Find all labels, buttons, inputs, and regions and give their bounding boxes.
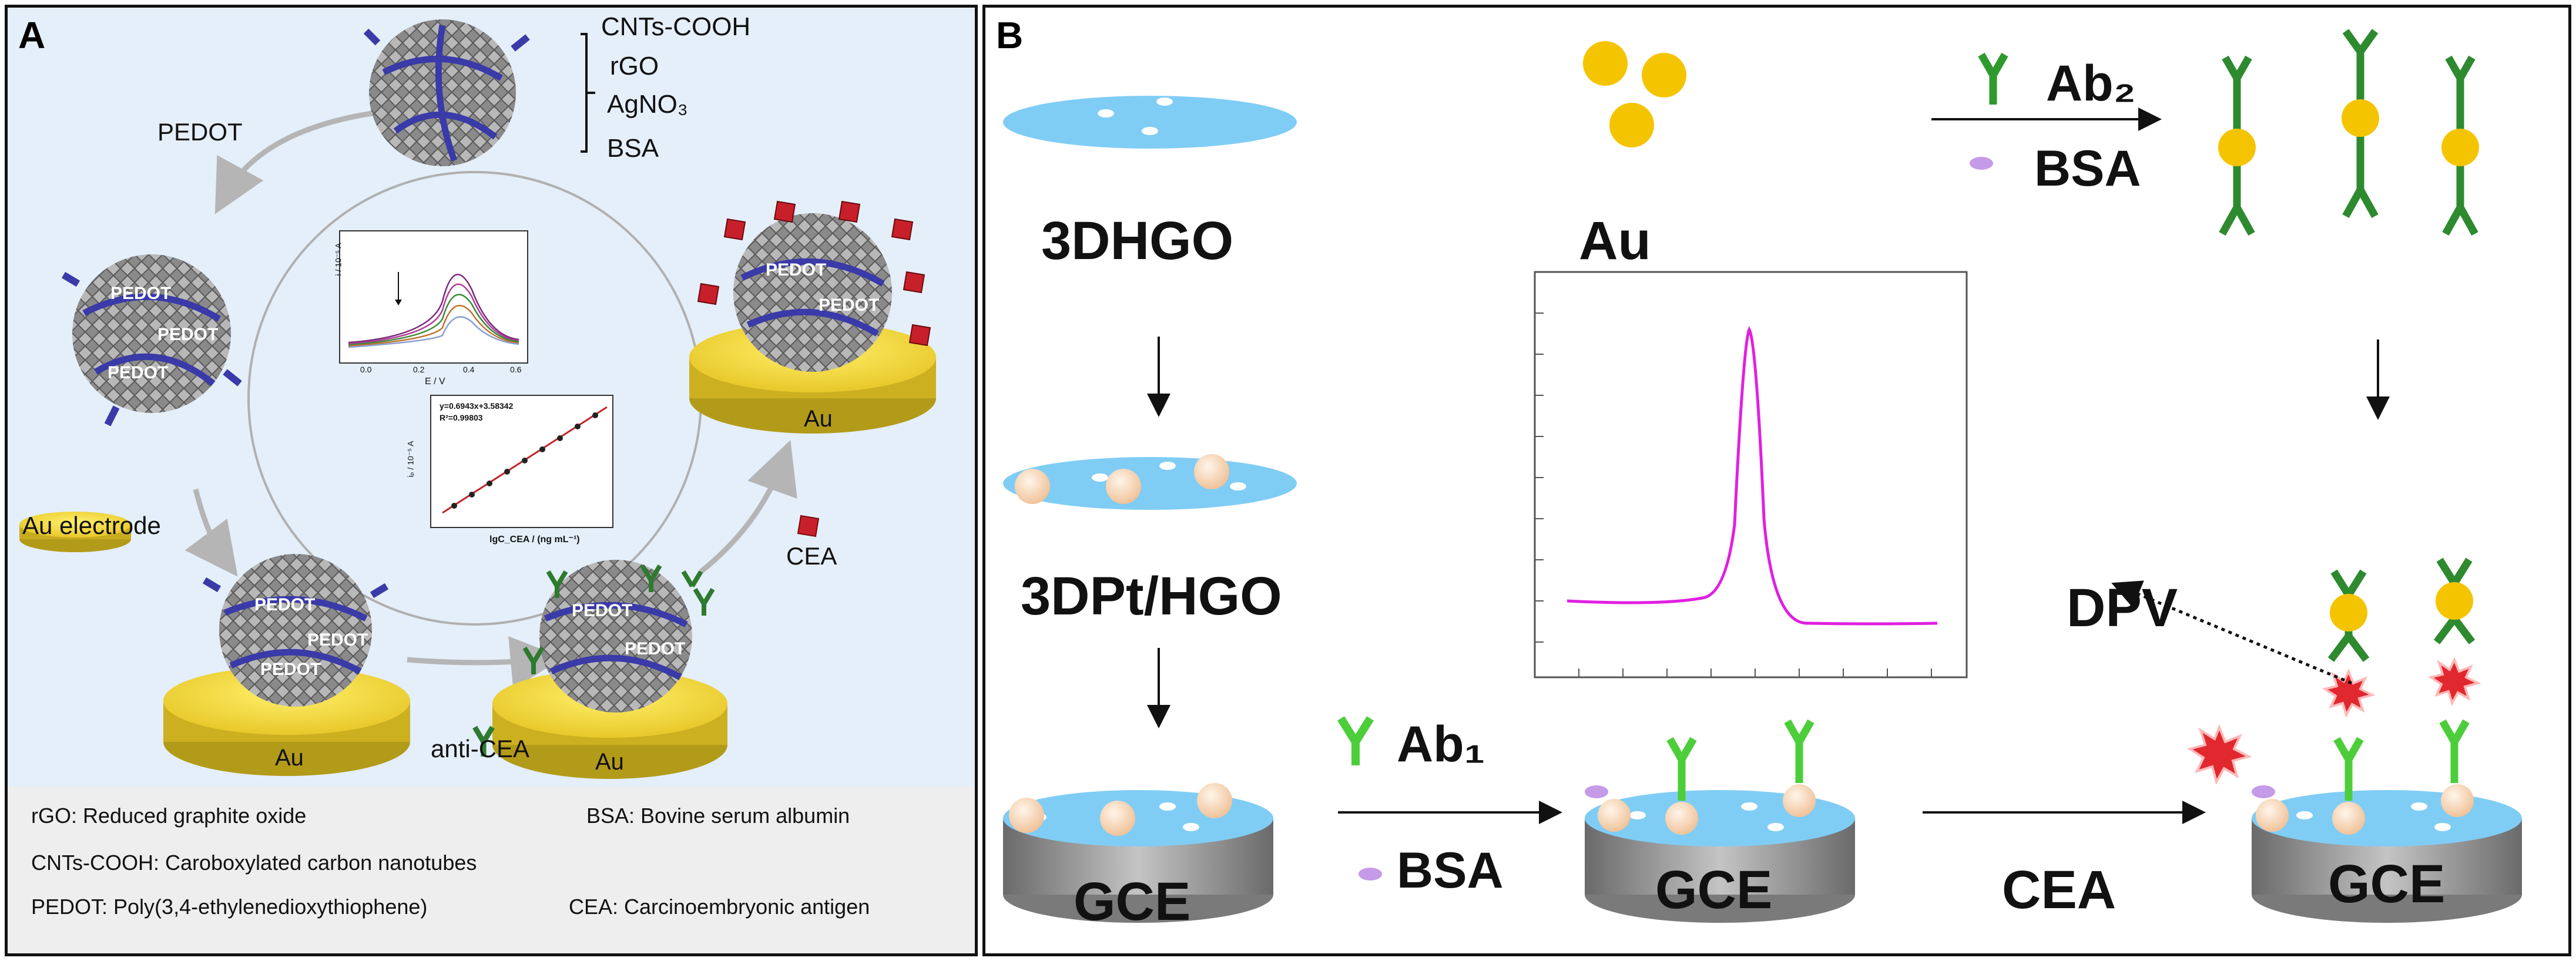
panel-a: A CNTs-COOH rGO AgNO₃ BSA PEDOT PEDOT PE… bbox=[5, 5, 978, 956]
inset-calib-r2: R²=0.99803 bbox=[440, 413, 483, 422]
material-cnts-cooh: CNTs-COOH bbox=[601, 12, 751, 41]
arrow-cea bbox=[699, 440, 797, 574]
cea-icon bbox=[797, 515, 820, 537]
gce-electrode-1 bbox=[1003, 783, 1273, 923]
arrow-anti-cea bbox=[407, 636, 564, 689]
au-electrode-disk bbox=[19, 512, 131, 552]
hgo-sheet bbox=[1003, 96, 1297, 149]
panel-a-scheme bbox=[19, 19, 936, 779]
pt-hgo-sheet bbox=[1003, 454, 1297, 510]
legend-cnts: CNTs-COOH: Caroboxylated carbon nanotube… bbox=[31, 851, 477, 875]
cea-star-icon bbox=[2187, 724, 2252, 785]
pt-hgo-label: 3DPt/HGO bbox=[1021, 566, 1282, 626]
gce-label: GCE bbox=[1655, 860, 1773, 920]
gce-label: GCE bbox=[2328, 854, 2446, 914]
panel-b-letter: B bbox=[996, 14, 1024, 56]
sphere-label: PEDOT bbox=[254, 595, 316, 614]
ab1-label: Ab₁ bbox=[1397, 716, 1485, 772]
arrow-to-electrode bbox=[185, 488, 238, 577]
au-label: Au bbox=[804, 406, 833, 432]
panel-b: B 3DHGO 3DPt/HGO GCE GCE GCE Ab₁ BSA Au … bbox=[982, 5, 2571, 956]
sphere-label: PEDOT bbox=[819, 295, 880, 315]
inset-dpv-ylabel: i / 10⁻⁵ A bbox=[333, 243, 343, 276]
panel-a-legend-background bbox=[8, 786, 975, 953]
sphere-label: PEDOT bbox=[572, 601, 633, 620]
bsa-icon bbox=[1970, 157, 1993, 170]
au-disk-sensor-complete bbox=[689, 200, 936, 434]
sphere-label: PEDOT bbox=[157, 325, 219, 344]
au-nanoparticles bbox=[1583, 41, 1686, 147]
nanoflower-sphere-top bbox=[363, 19, 530, 166]
inset-dpv-tick: 0.2 bbox=[413, 365, 425, 374]
inset-dpv-tick: 0.6 bbox=[510, 365, 522, 374]
bsa-label: BSA bbox=[1397, 842, 1504, 899]
pedot-step-label: PEDOT bbox=[157, 118, 243, 146]
arrow-dpv bbox=[2111, 580, 2352, 685]
pedot-sphere-left bbox=[61, 254, 242, 426]
inset-calibration-plot bbox=[430, 395, 613, 528]
material-agno3: AgNO₃ bbox=[607, 90, 688, 119]
inset-calib-ylabel: iₚ / 10⁻⁵ A bbox=[405, 441, 415, 478]
cea-label: CEA bbox=[2002, 860, 2117, 920]
inset-calib-xlabel: lgC_CEA / (ng mL⁻¹) bbox=[489, 535, 580, 545]
sphere-label: PEDOT bbox=[108, 363, 169, 382]
gce-label: GCE bbox=[1074, 872, 1191, 932]
material-rgo: rGO bbox=[610, 52, 659, 80]
dpv-label: DPV bbox=[2067, 578, 2178, 638]
sphere-label: PEDOT bbox=[307, 630, 368, 650]
inset-dpv-plot bbox=[339, 230, 528, 364]
ab2-label: Ab₂ bbox=[2046, 55, 2136, 112]
au-disk-anti-cea bbox=[492, 560, 727, 779]
legend-rgo: rGO: Reduced graphite oxide bbox=[31, 804, 307, 828]
sphere-label: PEDOT bbox=[625, 639, 686, 658]
au-disk-pedot bbox=[163, 554, 410, 776]
hgo-label: 3DHGO bbox=[1041, 211, 1234, 271]
inset-dpv-xlabel: E / V bbox=[425, 377, 445, 387]
inset-dpv-tick: 0.4 bbox=[463, 365, 475, 374]
au-label: Au bbox=[595, 749, 624, 775]
panel-a-letter: A bbox=[18, 14, 46, 56]
anti-cea-icon bbox=[472, 725, 495, 757]
anti-cea-label: anti-CEA bbox=[431, 735, 530, 762]
arrow-pedot bbox=[214, 110, 373, 214]
au-label: Au bbox=[1579, 211, 1651, 271]
sphere-label: PEDOT bbox=[110, 284, 172, 303]
bsa-icon bbox=[1359, 868, 1382, 881]
panel-b-scheme bbox=[1003, 29, 2522, 923]
sphere-label: PEDOT bbox=[766, 260, 827, 280]
gce-electrode-3 bbox=[2252, 557, 2522, 923]
inset-dpv-tick: 0.0 bbox=[360, 365, 372, 374]
legend-bsa: BSA: Bovine serum albumin bbox=[586, 804, 850, 828]
au-label: Au bbox=[275, 745, 304, 771]
legend-cea: CEA: Carcinoembryonic antigen bbox=[569, 895, 870, 919]
inset-calib-equation: y=0.6943x+3.58342 bbox=[440, 401, 514, 411]
sphere-label: PEDOT bbox=[260, 660, 321, 679]
cea-label: CEA bbox=[786, 542, 837, 570]
dpv-curve-plot bbox=[1534, 271, 1968, 678]
gce-electrode-2 bbox=[1585, 719, 1855, 923]
material-bsa: BSA bbox=[607, 134, 659, 163]
bsa-label: BSA bbox=[2034, 140, 2141, 197]
au-electrode-label: Au electrode bbox=[22, 512, 161, 539]
ab1-icon bbox=[1337, 716, 1374, 765]
legend-pedot: PEDOT: Poly(3,4-ethylenedioxythiophene) bbox=[31, 895, 428, 919]
ab2-icon bbox=[1978, 52, 2008, 105]
